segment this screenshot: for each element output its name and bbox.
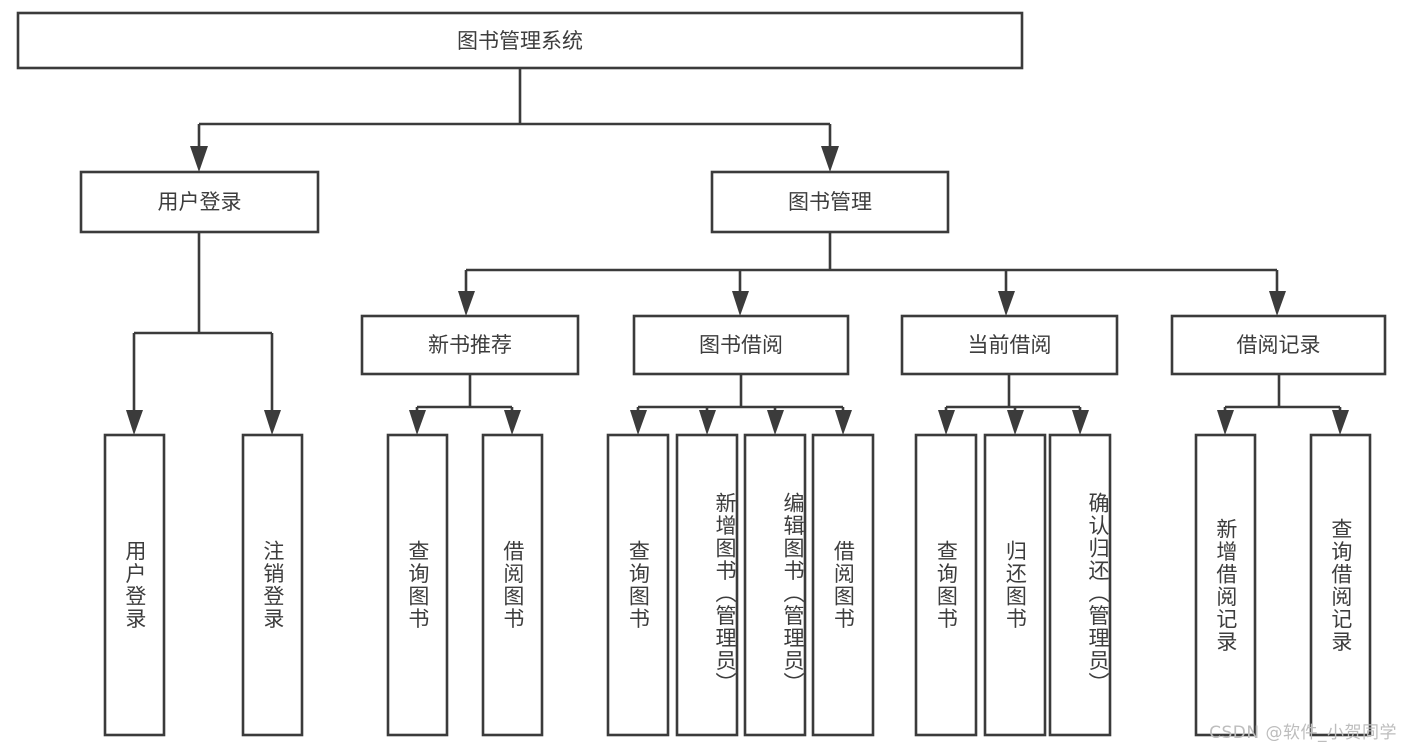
node-leaf-add-record[interactable] [1194,433,1257,737]
node-new-book-recommend[interactable] [360,314,580,376]
node-root-system-label: 图书管理系统 [457,29,583,53]
arrow-icon-to-leaf-add-record [1217,410,1234,435]
node-leaf-query-record[interactable] [1309,433,1372,737]
node-user-login[interactable] [79,170,320,234]
arrow-icon-to-leaf-borrow-book [835,410,852,435]
arrow-icon-to-book-management [821,146,839,172]
watermark-text: CSDN @软件_小贺同学 [1209,723,1397,743]
arrow-icon-to-leaf-confirm-return [1072,410,1089,435]
arrow-icon-to-leaf-user-login [126,410,143,435]
node-leaf-user-login[interactable] [103,433,166,737]
node-leaf-logout[interactable] [241,433,304,737]
node-current-borrow-label: 当前借阅 [968,333,1052,357]
node-leaf-borrow-book-rec[interactable] [481,433,544,737]
node-user-login-label: 用户登录 [158,190,242,214]
arrow-icon-to-new-book-recommend [458,291,475,316]
node-book-management[interactable] [710,170,950,234]
connector-layer [126,68,1349,435]
arrow-icon-to-leaf-borrow-book-rec [504,410,521,435]
node-book-borrow-label: 图书借阅 [699,333,783,357]
arrow-icon-to-leaf-query-book-rec [409,410,426,435]
arrow-icon-to-leaf-query-record [1332,410,1349,435]
node-leaf-borrow-book[interactable] [811,433,875,737]
arrow-icon-to-leaf-edit-book [767,410,784,435]
arrow-icon-to-leaf-add-book [699,410,716,435]
node-leaf-return-book[interactable] [983,433,1047,737]
node-new-book-recommend-label: 新书推荐 [428,333,512,357]
node-leaf-edit-book[interactable] [743,433,807,737]
node-leaf-query-book-rec[interactable] [386,433,449,737]
node-borrow-record-label: 借阅记录 [1237,333,1321,357]
node-leaf-query-book-borrow[interactable] [606,433,670,737]
node-layer: 图书管理系统 用户登录 图书管理 新书推荐 图书借阅 当前借阅 借阅记录 [16,11,1387,737]
node-root-system[interactable] [16,11,1024,70]
arrow-icon-to-borrow-record [1269,291,1286,316]
arrow-icon-to-book-borrow [732,291,749,316]
arrow-icon-to-leaf-return-book [1007,410,1024,435]
node-borrow-record[interactable] [1170,314,1387,376]
arrow-icon-to-user-login [190,146,208,172]
node-leaf-query-book-cur[interactable] [914,433,978,737]
arrow-icon-to-leaf-logout [264,410,281,435]
node-current-borrow[interactable] [900,314,1119,376]
arrow-icon-to-leaf-query-book-borrow [630,410,647,435]
node-book-management-label: 图书管理 [788,190,872,214]
arrow-icon-to-current-borrow [998,291,1015,316]
node-leaf-confirm-return[interactable] [1048,433,1112,737]
arrow-icon-to-leaf-query-book-cur [938,410,955,435]
node-leaf-add-book[interactable] [675,433,739,737]
node-book-borrow[interactable] [632,314,850,376]
